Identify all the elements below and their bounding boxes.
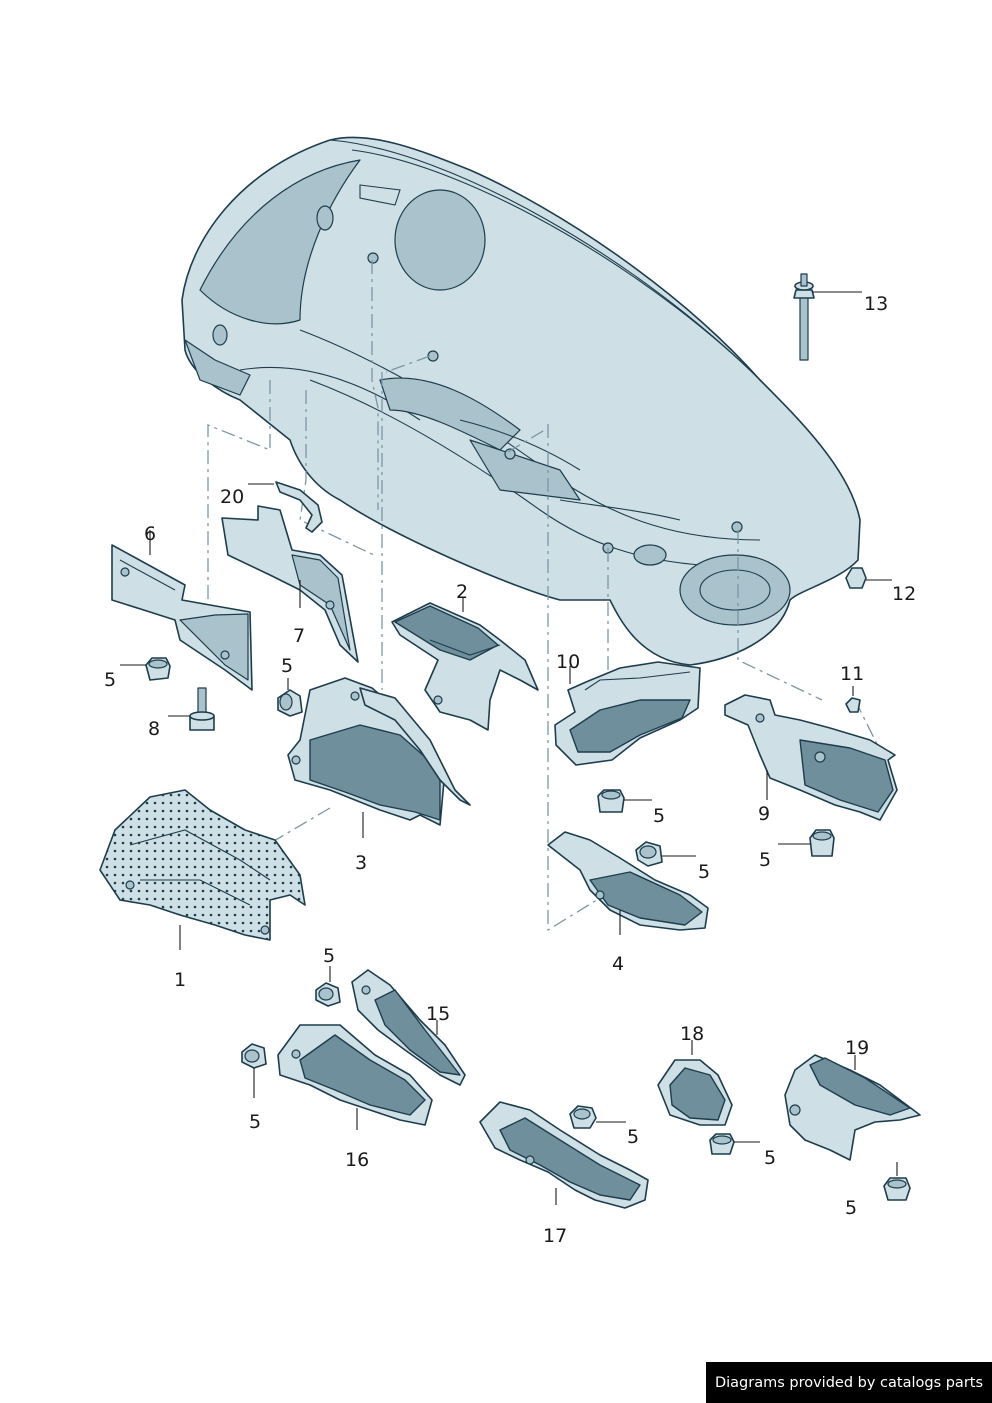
callout-19: 19 — [845, 1037, 869, 1059]
callout-20: 20 — [220, 486, 244, 508]
callout-11: 11 — [840, 663, 864, 685]
nut-5-f — [315, 966, 341, 1007]
callout-6: 6 — [144, 523, 156, 545]
callout-5-f: 5 — [323, 945, 335, 967]
callout-5-e: 5 — [759, 849, 771, 871]
nut-5-a — [120, 657, 171, 681]
diagram-credit-badge[interactable]: Diagrams provided by catalogs parts — [706, 1362, 992, 1403]
callout-8: 8 — [148, 718, 160, 740]
nut-5-g — [241, 1043, 267, 1098]
vehicle-underbody — [181, 136, 861, 666]
callout-7: 7 — [293, 625, 305, 647]
part-12-clip — [845, 567, 892, 589]
callout-12: 12 — [892, 583, 916, 605]
callout-5-b: 5 — [281, 655, 293, 677]
callout-5-c: 5 — [653, 805, 665, 827]
part-19-heat-shield — [784, 1054, 921, 1161]
callout-labels: 13 12 11 20 6 7 2 10 9 5 5 5 5 5 8 3 4 1… — [104, 293, 916, 1247]
part-15-heat-shield — [351, 969, 466, 1086]
callout-15: 15 — [426, 1003, 450, 1025]
callout-9: 9 — [758, 803, 770, 825]
part-2-heat-shield — [391, 598, 539, 731]
nut-5-h — [569, 1105, 626, 1129]
nut-5-c — [597, 789, 652, 813]
callout-2: 2 — [456, 581, 468, 603]
nut-5-b — [277, 678, 303, 717]
part-1-insulation-mat — [99, 789, 306, 950]
nut-5-d — [635, 841, 696, 867]
part-16-heat-shield — [277, 1024, 433, 1130]
part-7-heat-shield — [221, 505, 359, 663]
callout-18: 18 — [680, 1023, 704, 1045]
nut-5-e — [778, 829, 835, 857]
part-9-heat-shield — [724, 694, 898, 821]
callout-3: 3 — [355, 852, 367, 874]
callout-5-h: 5 — [627, 1126, 639, 1148]
callout-4: 4 — [612, 953, 624, 975]
callout-5-i: 5 — [764, 1147, 776, 1169]
nut-5-i — [709, 1133, 760, 1155]
callout-13: 13 — [864, 293, 888, 315]
part-17-heat-shield — [479, 1101, 649, 1209]
credit-text: Diagrams provided by catalogs parts — [714, 1374, 984, 1391]
part-4-heat-shield — [547, 831, 709, 935]
callout-5-j: 5 — [845, 1197, 857, 1219]
part-20-bracket — [248, 481, 323, 533]
callout-1: 1 — [174, 969, 186, 991]
part-10-heat-shield — [554, 661, 701, 766]
part-6-heat-shield — [111, 530, 253, 691]
callout-17: 17 — [543, 1225, 567, 1247]
callout-10: 10 — [556, 651, 580, 673]
part-3-heat-shield — [287, 677, 471, 838]
callout-5-g: 5 — [249, 1111, 261, 1133]
nut-5-j — [883, 1162, 911, 1201]
part-18-heat-shield — [657, 1040, 733, 1126]
callout-5-d: 5 — [698, 861, 710, 883]
callout-16: 16 — [345, 1149, 369, 1171]
part-11-clip — [845, 686, 861, 713]
part-13-stud — [793, 273, 862, 361]
callout-5-a: 5 — [104, 669, 116, 691]
part-8-bolt — [168, 687, 215, 731]
